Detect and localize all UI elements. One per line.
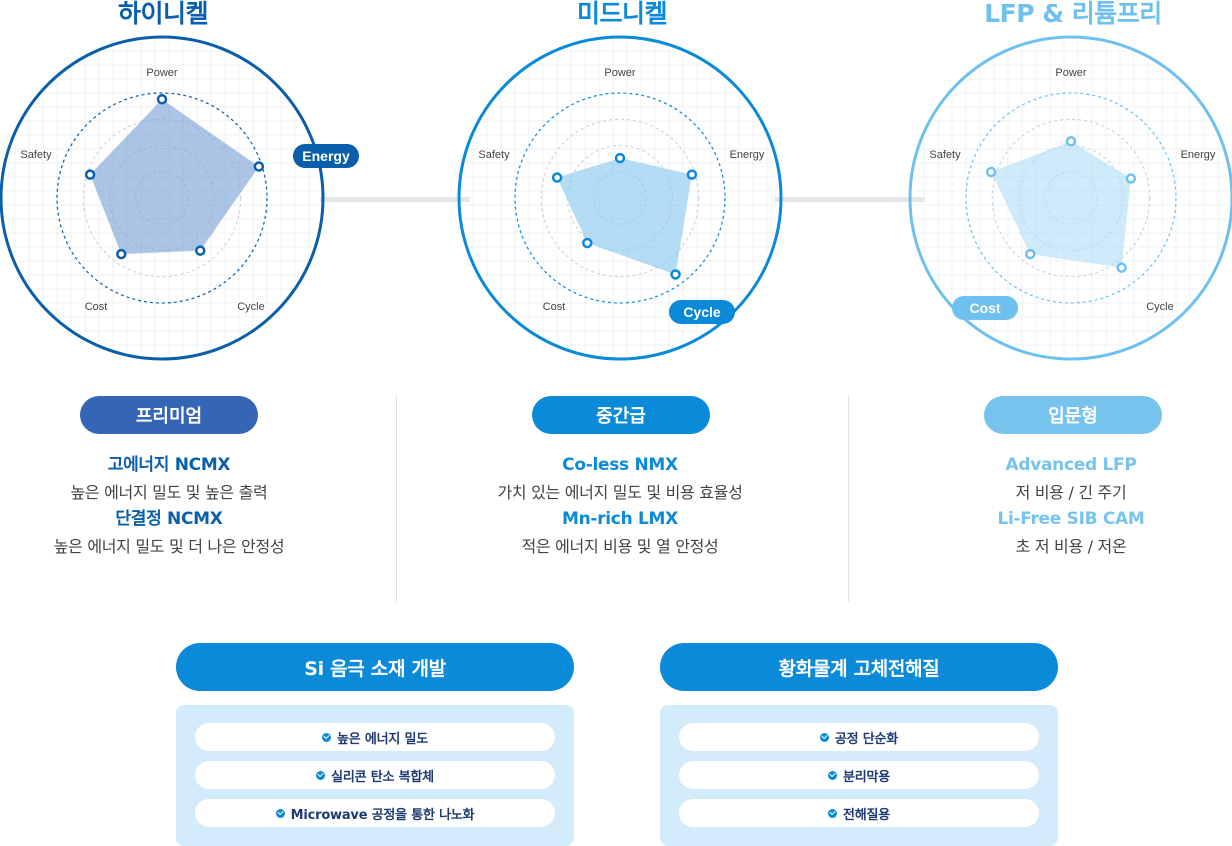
radar-highlight-label: Energy (302, 148, 350, 164)
column-title-mid-nickel: 미드니켈 (576, 0, 668, 28)
radar-point (253, 161, 265, 172)
radar-highlight-label: Cycle (683, 304, 721, 320)
list-item-label: 분리막용 (842, 769, 891, 785)
chemistry-name: Advanced LFP (1005, 455, 1137, 475)
radar-point (1116, 262, 1127, 273)
radar-ring (991, 118, 1151, 278)
chemistry-name: Co-less NMX (562, 455, 678, 475)
list-item: 실리콘 탄소 복합체 (195, 761, 555, 789)
radar-ring (82, 118, 242, 278)
chemistry-list-high-nickel: 고에너지 NCMX 높은 에너지 밀도 및 높은 출력 단결정 NCMX 높은 … (0, 452, 349, 560)
chemistry-list-lfp: Advanced LFP 저 비용 / 긴 주기 Li-Free SIB CAM… (891, 452, 1232, 560)
radar-outer-ring (457, 35, 783, 361)
chemistry-name: Mn-rich LMX (562, 509, 678, 529)
radar-axis-label: Power (604, 67, 636, 79)
chemistry-desc: 높은 에너지 밀도 및 높은 출력 (70, 483, 268, 502)
radar-axis-label: Energy (1181, 149, 1216, 161)
radar-ring (540, 118, 700, 278)
radar-area (557, 158, 692, 275)
list-item-label: 실리콘 탄소 복합체 (331, 769, 434, 785)
radar-highlight-pill (952, 296, 1018, 320)
list-item-label: 높은 에너지 밀도 (337, 731, 428, 747)
chemistry-desc: 초 저 비용 / 저온 (1015, 537, 1127, 556)
check-icon (827, 808, 837, 818)
chemistry-list-mid-nickel: Co-less NMX 가치 있는 에너지 밀도 및 비용 효율성 Mn-ric… (440, 452, 800, 560)
radar-point (195, 245, 206, 256)
divider-right (848, 396, 849, 602)
list-item-label: Microwave 공정을 통한 나노화 (290, 807, 475, 823)
radar-highlight-pill (293, 144, 359, 168)
radar-point (116, 248, 127, 260)
radar-point (670, 269, 681, 280)
column-title-high-nickel: 하이니켈 (117, 0, 209, 28)
radar-point (686, 169, 698, 180)
tier-badge-premium: 프리미엄 (80, 396, 258, 434)
radar-ring-max (56, 92, 268, 304)
radar-point (156, 94, 168, 105)
radar-axis-label: Safety (20, 149, 52, 161)
radar-axis-label: Safety (929, 149, 961, 161)
radar-ring-max (965, 92, 1177, 304)
list-item: 분리막용 (679, 761, 1039, 789)
radar-axis-label: Safety (478, 149, 510, 161)
dev-list-si-anode: 높은 에너지 밀도 실리콘 탄소 복합체 Microwave 공정을 통한 나노… (176, 705, 574, 846)
list-item-label: 공정 단순화 (834, 731, 899, 747)
radar-point (985, 166, 997, 178)
radar-highlight-label: Cost (969, 300, 1000, 316)
dev-title-si-anode: Si 음극 소재 개발 (176, 643, 574, 691)
check-icon (316, 770, 326, 780)
chemistry-desc: 저 비용 / 긴 주기 (1015, 483, 1127, 502)
column-title-lfp: LFP & 리튬프리 (984, 0, 1162, 28)
check-icon (275, 808, 285, 818)
list-item: 전해질용 (679, 799, 1039, 827)
radar-axis-label: Cost (543, 301, 566, 313)
chemistry-name: 단결정 NCMX (115, 509, 223, 529)
radar-outer-ring (908, 35, 1232, 361)
check-icon (819, 732, 829, 742)
divider-left (396, 396, 397, 602)
radar-point (551, 172, 563, 183)
radar-point (84, 169, 96, 180)
chemistry-desc: 가치 있는 에너지 밀도 및 비용 효율성 (497, 483, 743, 502)
check-icon (827, 770, 837, 780)
radar-ring-max (514, 92, 726, 304)
check-icon (322, 732, 331, 742)
tier-badge-mid: 중간급 (532, 396, 710, 434)
chemistry-desc: 높은 에너지 밀도 및 더 나은 안정성 (53, 537, 285, 556)
list-item: 공정 단순화 (679, 723, 1039, 751)
radar-axis-label: Cycle (237, 301, 265, 313)
radar-point (582, 237, 593, 249)
dev-list-sulfide-electrolyte: 공정 단순화 분리막용 전해질용 (660, 705, 1058, 846)
dev-title-sulfide-electrolyte: 황화물계 고체전해질 (660, 643, 1058, 691)
radar-highlight-pill (669, 300, 735, 324)
list-item: 높은 에너지 밀도 (195, 723, 555, 751)
radar-axis-label: Cycle (1146, 301, 1174, 313)
chemistry-name: Li-Free SIB CAM (997, 509, 1145, 529)
radar-point (614, 152, 626, 164)
radar-area (991, 141, 1131, 268)
chemistry-name: 고에너지 NCMX (107, 455, 231, 475)
radar-axis-label: Power (146, 67, 178, 79)
connector-line-right (775, 197, 925, 202)
radar-axis-label: Power (1055, 67, 1087, 79)
list-item-label: 전해질용 (842, 807, 891, 823)
radar-axis-label: Cost (85, 301, 108, 313)
chemistry-desc: 적은 에너지 비용 및 열 안정성 (521, 537, 719, 556)
radar-point (1065, 136, 1077, 147)
list-item: Microwave 공정을 통한 나노화 (195, 799, 555, 827)
tier-badge-entry: 입문형 (984, 396, 1162, 434)
radar-area (90, 99, 259, 255)
radar-point (1125, 173, 1137, 184)
radar-axis-label: Energy (730, 149, 765, 161)
radar-point (1025, 248, 1036, 260)
radar-outer-ring (0, 35, 325, 361)
connector-line-left (320, 197, 470, 202)
